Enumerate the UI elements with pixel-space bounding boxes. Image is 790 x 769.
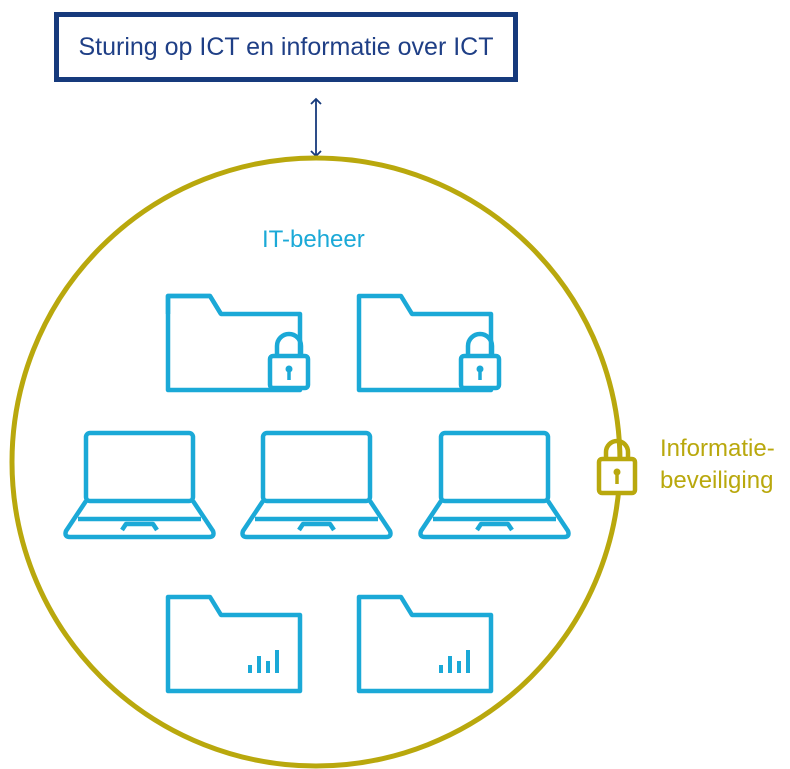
security-label-line1: Informatie- — [660, 435, 775, 462]
governance-title: Sturing op ICT en informatie over ICT — [78, 32, 494, 61]
folder-lock-icon — [356, 293, 502, 393]
laptop-icon — [418, 430, 571, 540]
padlock-icon — [596, 438, 638, 496]
security-label: Informatie- beveiliging — [660, 433, 775, 497]
folder-chart-icon — [356, 594, 494, 694]
folder-lock-icon — [165, 293, 311, 393]
folder-chart-icon — [165, 594, 303, 694]
governance-box: Sturing op ICT en informatie over ICT — [54, 12, 518, 82]
laptop-icon — [240, 430, 393, 540]
it-management-label: IT-beheer — [262, 226, 365, 253]
laptop-icon — [63, 430, 216, 540]
security-label-line2: beveiliging — [660, 467, 774, 494]
